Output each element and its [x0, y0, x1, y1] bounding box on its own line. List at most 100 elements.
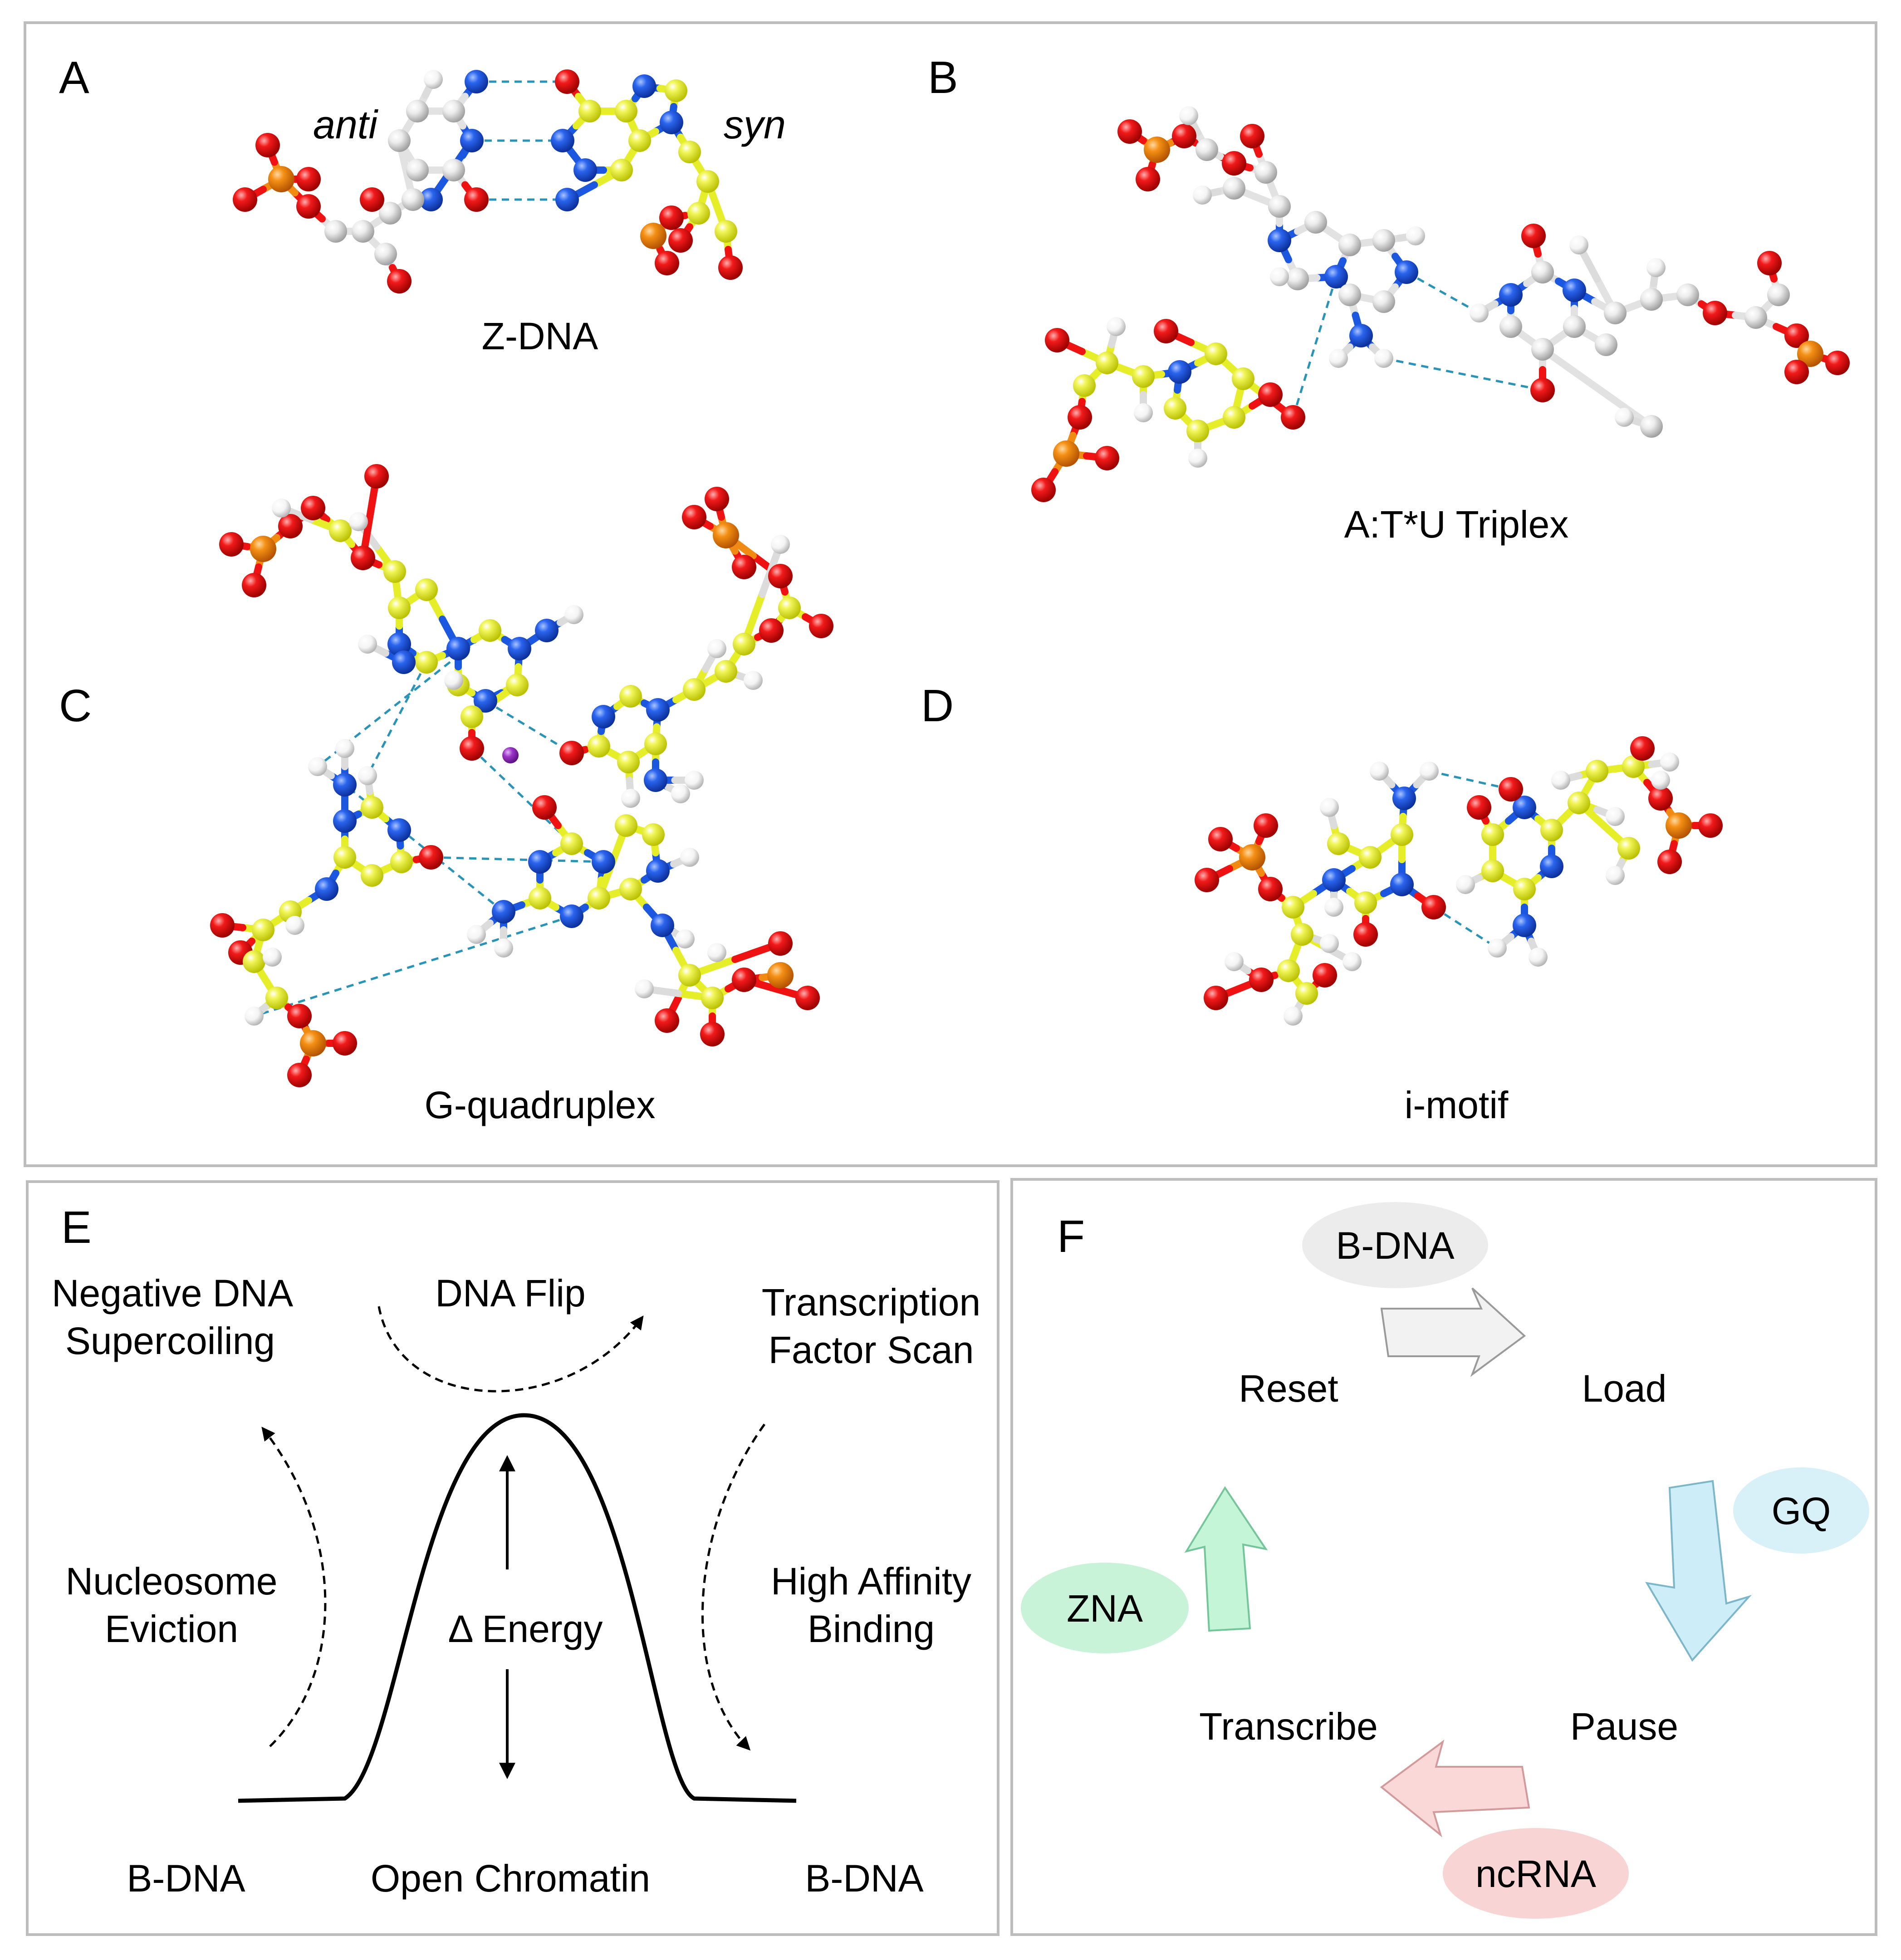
g-quadruplex-carbon-atom [617, 751, 640, 773]
g-quadruplex-hydrogen-atom [676, 929, 695, 948]
i-motif-carbon-atom [1295, 982, 1318, 1005]
i-motif-phosphorus-atom [1666, 812, 1692, 839]
z-dna-carbon-atom [374, 243, 397, 265]
i-motif-hydrogen-atom [1606, 866, 1625, 885]
g-quadruplex-carbon-atom [265, 987, 288, 1009]
g-quadruplex-hydrogen-atom [771, 535, 790, 554]
g-quadruplex-carbon-atom [619, 685, 642, 708]
triplex-carbon-atom [1232, 367, 1254, 390]
g-quadruplex-nitrogen-atom [446, 637, 470, 660]
g-quadruplex-oxygen-atom [768, 564, 793, 588]
triplex-carbon-atom [1268, 195, 1291, 218]
triplex-carbon-atom [1205, 342, 1227, 365]
z-dna-carbon-atom [615, 100, 637, 122]
triplex-phosphorus-atom [1144, 137, 1170, 163]
g-quadruplex-nitrogen-atom [651, 914, 674, 937]
g-quadruplex-oxygen-atom [219, 532, 244, 557]
g-quadruplex-oxygen-atom [759, 618, 784, 643]
g-quadruplex-hydrogen-atom [335, 739, 354, 758]
z-dna-nitrogen-atom [465, 70, 488, 93]
triplex-molecule [1031, 106, 1850, 502]
g-quadruplex-carbon-atom [329, 519, 352, 542]
i-motif-oxygen-atom [1254, 813, 1278, 838]
i-motif-hydrogen-atom [1660, 753, 1679, 772]
i-motif-hydrogen-atom [1456, 875, 1475, 894]
i-motif-oxygen-atom [1249, 968, 1274, 992]
arrow-reset-to-load [1380, 1287, 1526, 1377]
triplex-oxygen-atom [1154, 319, 1178, 343]
step-pause: Pause [1570, 1705, 1678, 1748]
i-motif-nitrogen-atom [1513, 796, 1536, 819]
z-dna-nitrogen-atom [632, 74, 656, 98]
i-motif-hbond [1429, 770, 1511, 791]
triplex-hydrogen-atom [1615, 408, 1634, 427]
g-quadruplex-oxygen-atom [705, 487, 729, 511]
g-quadruplex-hbond [431, 856, 604, 863]
triplex-hbond [1292, 276, 1338, 418]
g-quadruplex-hydrogen-atom [308, 757, 327, 776]
i-motif-carbon-atom [1617, 837, 1640, 860]
z-dna-nitrogen-atom [460, 129, 484, 152]
z-dna-oxygen-atom [718, 255, 743, 280]
triplex-carbon-atom [1286, 268, 1309, 290]
i-motif-hydrogen-atom [1324, 898, 1343, 917]
z-dna-oxygen-atom [555, 69, 579, 94]
z-dna-carbon-atom [610, 159, 633, 181]
panel-f: F B-DNA GQ ncRNA ZNA Reset Load Pause Tr… [1021, 1202, 1869, 1919]
z-dna-oxygen-atom [296, 194, 321, 219]
z-dna-carbon-atom [379, 202, 402, 225]
triplex-hydrogen-atom [1470, 303, 1489, 323]
g-quadruplex-carbon-atom [461, 705, 483, 728]
triplex-nitrogen-atom [1268, 229, 1291, 252]
g-quadruplex-hydrogen-atom [444, 671, 463, 690]
triplex-carbon-atom [1164, 397, 1186, 420]
g-quadruplex-oxygen-atom [333, 1031, 357, 1056]
triplex-hydrogen-atom [1374, 349, 1393, 368]
g-quadruplex-nitrogen-atom [644, 768, 667, 792]
bubble-b-dna-label: B-DNA [1336, 1224, 1454, 1267]
z-dna-carbon-atom [324, 220, 347, 243]
g-quadruplex-hydrogen-atom [744, 671, 763, 690]
z-dna-carbon-atom [388, 129, 411, 152]
g-quadruplex-oxygen-atom [682, 505, 706, 529]
triplex-hbond [1383, 357, 1543, 391]
i-motif-hydrogen-atom [1284, 1007, 1303, 1026]
i-motif-oxygen-atom [1421, 895, 1446, 919]
label-nucleosome-1: Nucleosome [66, 1560, 278, 1603]
z-dna-oxygen-atom [387, 269, 412, 293]
i-motif-carbon-atom [1622, 755, 1645, 778]
z-dna-oxygen-atom [296, 167, 321, 191]
arrow-transcribe-to-reset [1184, 1486, 1268, 1632]
label-tf-scan-2: Factor Scan [769, 1329, 974, 1371]
triplex-carbon-atom [1531, 338, 1554, 361]
i-motif-oxygen-atom [1208, 827, 1233, 851]
triplex-hbond [1406, 271, 1480, 314]
g-quadruplex-carbon-atom [678, 964, 701, 987]
i-motif-hydrogen-atom [1551, 771, 1570, 790]
triplex-carbon-atom [1338, 234, 1361, 256]
triplex-carbon-atom [1640, 288, 1663, 311]
i-motif-hydrogen-atom [1225, 952, 1244, 971]
g-quadruplex-oxygen-atom [210, 913, 235, 938]
i-motif-carbon-atom [1481, 823, 1504, 846]
g-quadruplex-carbon-atom [506, 674, 529, 696]
triplex-hydrogen-atom [1107, 317, 1126, 336]
g-quadruplex-phosphorus-atom [767, 962, 794, 988]
bubble-zna [1021, 1563, 1189, 1653]
triplex-nitrogen-atom [1563, 279, 1586, 302]
triplex-carbon-atom [1372, 290, 1395, 313]
panel-e-letter: E [61, 1202, 92, 1253]
triplex-oxygen-atom [1068, 405, 1092, 430]
triplex-oxygen-atom [1703, 301, 1727, 325]
i-motif-carbon-atom [1568, 792, 1590, 814]
label-negative-supercoiling-2: Supercoiling [65, 1320, 275, 1362]
label-b-dna-left: B-DNA [127, 1857, 245, 1900]
bubble-ncrna [1443, 1828, 1629, 1919]
i-motif-nitrogen-atom [1322, 868, 1346, 892]
triplex-hydrogen-atom [1270, 267, 1289, 286]
g-quadruplex-phosphorus-atom [250, 536, 276, 562]
g-quadruplex-nitrogen-atom [392, 650, 416, 674]
triplex-oxygen-atom [1031, 478, 1056, 502]
g-quadruplex-nitrogen-atom [333, 773, 357, 797]
